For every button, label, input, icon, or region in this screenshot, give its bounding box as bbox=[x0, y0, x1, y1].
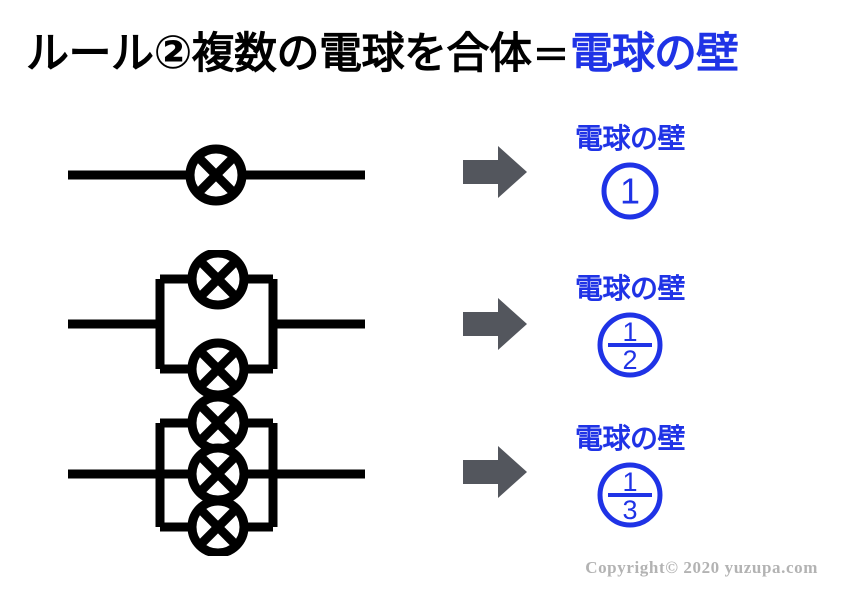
title-highlight: 電球の壁 bbox=[569, 30, 739, 78]
lamp-icon-3-3 bbox=[187, 496, 249, 558]
result-block-1: 電球の壁 1 bbox=[510, 122, 750, 222]
diagram-row-1 bbox=[0, 120, 842, 250]
result-caption-2: 電球の壁 bbox=[574, 273, 686, 304]
result-denominator-2: 2 bbox=[622, 345, 637, 375]
title-equals: ＝ bbox=[532, 35, 569, 76]
arrow-right-icon-1 bbox=[460, 144, 530, 205]
title-rule-number: ② bbox=[153, 26, 193, 78]
result-badge-2: 1 2 bbox=[510, 310, 750, 380]
circuit-parallel-2-lamps bbox=[55, 248, 385, 403]
result-denominator-3: 3 bbox=[622, 495, 637, 525]
result-caption-1: 電球の壁 bbox=[574, 123, 686, 154]
circuit-parallel-3-lamps bbox=[55, 392, 385, 561]
circuit-svg-1 bbox=[68, 144, 365, 206]
circuit-series-1-lamp bbox=[55, 120, 385, 245]
result-block-3: 電球の壁 1 3 bbox=[510, 422, 750, 530]
lamp-icon-3-1 bbox=[187, 392, 249, 454]
result-badge-3: 1 3 bbox=[510, 460, 750, 530]
arrow-right-icon-2 bbox=[460, 296, 530, 357]
circled-fraction-1-2: 1 2 bbox=[597, 312, 663, 378]
title-prefix: ルール bbox=[26, 30, 154, 78]
result-numerator-3: 1 bbox=[622, 467, 637, 497]
lamp-icon-2-2 bbox=[187, 338, 249, 400]
lamp-icon-3-2 bbox=[187, 443, 249, 505]
result-badge-1: 1 bbox=[510, 160, 750, 222]
diagram-row-3 bbox=[0, 392, 842, 558]
result-value-1: 1 bbox=[620, 171, 640, 212]
arrow-right-icon-3 bbox=[460, 444, 530, 505]
circuit-svg-2 bbox=[68, 248, 365, 400]
diagram-row-2 bbox=[0, 248, 842, 400]
lamp-icon-2-1 bbox=[187, 248, 249, 310]
copyright-notice: Copyright© 2020 yuzupa.com bbox=[585, 558, 818, 577]
circled-number-1: 1 bbox=[601, 162, 659, 220]
circuit-svg-3 bbox=[68, 392, 365, 558]
page-title: ルール②複数の電球を合体＝電球の壁 bbox=[26, 22, 826, 82]
lamp-icon-1-1 bbox=[185, 144, 247, 206]
result-numerator-2: 1 bbox=[622, 317, 637, 347]
title-middle: 複数の電球を合体 bbox=[191, 30, 532, 78]
result-block-2: 電球の壁 1 2 bbox=[510, 272, 750, 380]
circled-fraction-1-3: 1 3 bbox=[597, 462, 663, 528]
result-caption-3: 電球の壁 bbox=[574, 423, 686, 454]
